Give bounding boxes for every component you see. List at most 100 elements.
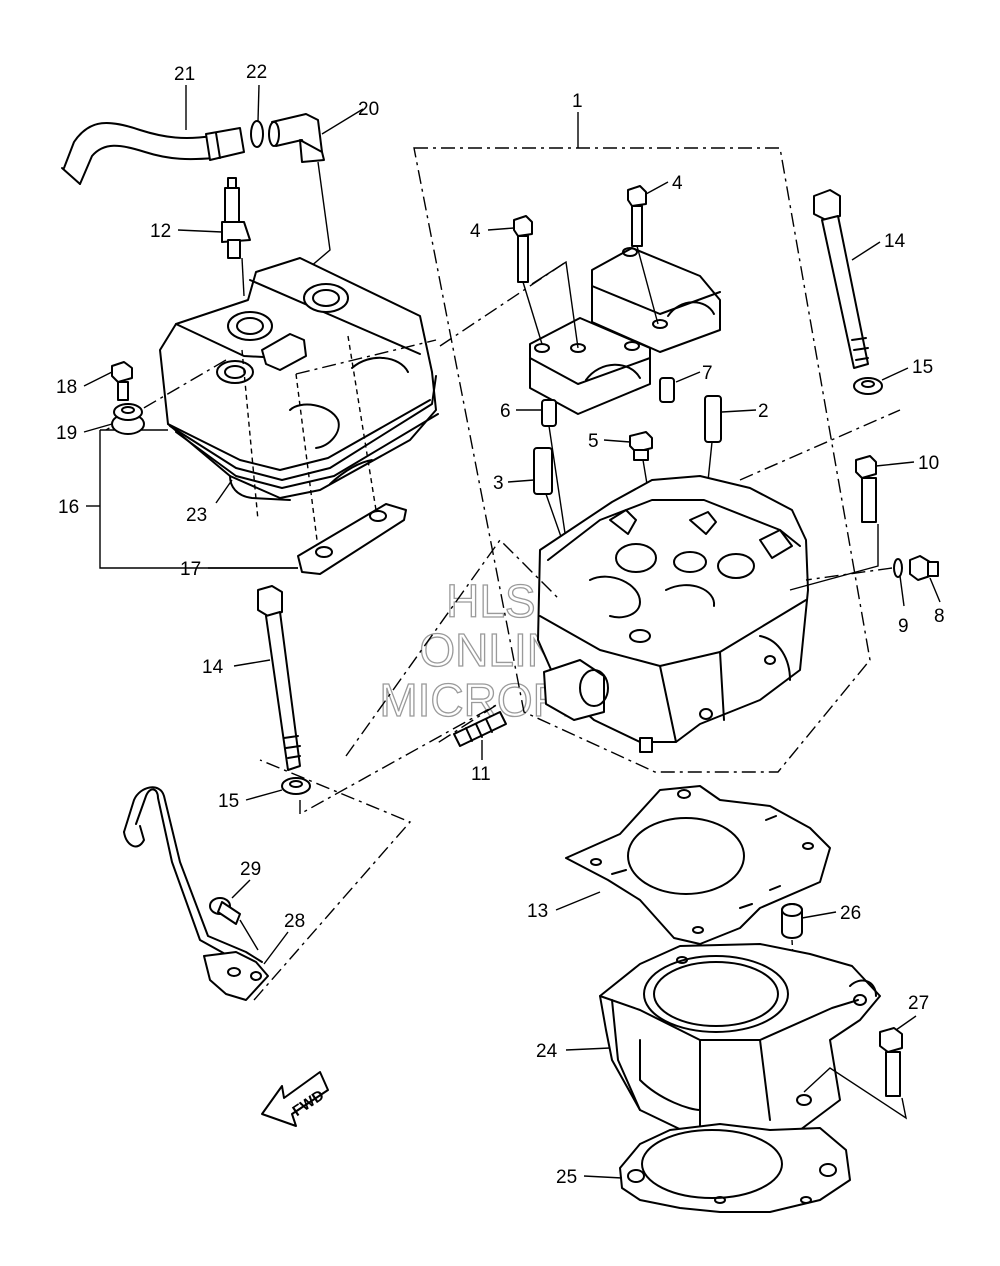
callout-3: 3 <box>493 473 504 494</box>
leader-12 <box>177 229 223 233</box>
cover-bolt <box>111 361 133 401</box>
leader-13 <box>555 891 601 911</box>
cylinder-base-gasket <box>619 1123 851 1213</box>
callout-4a: 4 <box>672 173 683 194</box>
long-bolt-left <box>257 585 301 771</box>
leader-4a-install <box>636 245 659 325</box>
leader-3 <box>507 479 535 483</box>
leader-12-install <box>241 257 245 297</box>
callout-10: 10 <box>918 453 939 474</box>
hose-guide-bracket <box>123 786 269 1001</box>
breather-elbow <box>268 113 325 163</box>
callout-6: 6 <box>500 401 511 422</box>
cap-install-line <box>531 260 579 349</box>
leader-20 <box>321 108 364 135</box>
callout-13: 13 <box>527 901 548 922</box>
callout-22: 22 <box>246 62 267 83</box>
leader-9 <box>899 575 905 607</box>
cylinder <box>599 943 881 1141</box>
callout-19: 19 <box>56 423 77 444</box>
leader-8 <box>929 577 941 603</box>
leader-4b-install <box>522 281 543 345</box>
leader-4a <box>645 181 669 195</box>
dashed-link-cover <box>439 261 567 347</box>
leader-14a <box>851 241 881 261</box>
callout-18: 18 <box>56 377 77 398</box>
callout-1: 1 <box>572 91 583 112</box>
callout-15a: 15 <box>912 357 933 378</box>
callout-16: 16 <box>58 497 79 518</box>
head-cover-gasket-edge <box>175 413 439 489</box>
leader-24 <box>565 1047 611 1051</box>
head-cover-gasket <box>169 375 437 481</box>
cover-plate <box>297 503 407 575</box>
callout-23: 23 <box>186 505 207 526</box>
leader-26 <box>801 911 837 919</box>
cap-bolt-left <box>513 215 533 283</box>
dashed-link-cover-b <box>295 339 437 375</box>
callout-4b: 4 <box>470 221 481 242</box>
washer-15-left <box>281 777 311 795</box>
hidden-line-a <box>241 349 259 521</box>
washer-9 <box>893 558 903 578</box>
callout-26: 26 <box>840 903 861 924</box>
cylinder-head <box>537 475 809 753</box>
callout-21: 21 <box>174 64 195 85</box>
dowel-pin-7 <box>659 377 675 403</box>
hex-bolt-8 <box>909 555 939 581</box>
leader-14b <box>233 659 271 667</box>
callout-14b: 14 <box>202 657 224 678</box>
callout-15b: 15 <box>218 791 239 812</box>
o-ring <box>250 120 264 148</box>
hidden-line-b <box>295 373 319 549</box>
assembly-boundary <box>413 147 871 773</box>
leader-4b <box>487 227 515 231</box>
leader-2 <box>721 409 757 413</box>
bracket-bolt <box>209 897 241 925</box>
callout-7: 7 <box>702 363 713 384</box>
callout-8: 8 <box>934 606 945 627</box>
guide-2 <box>704 395 722 443</box>
stud-bolt <box>453 711 507 747</box>
leader-23 <box>215 479 233 504</box>
callout-27: 27 <box>908 993 929 1014</box>
long-bolt-right <box>813 189 869 369</box>
callout-24: 24 <box>536 1041 558 1062</box>
callout-11: 11 <box>471 764 491 785</box>
breather-hose <box>61 121 245 185</box>
flange-bolt <box>855 455 877 523</box>
guide-3 <box>533 447 553 495</box>
leader-27-install <box>803 1067 908 1120</box>
cylinder-head-cover <box>159 257 437 501</box>
camshaft-cap-right <box>591 247 721 353</box>
leader-29-install <box>239 919 259 951</box>
dashed-link-head <box>345 538 561 757</box>
cylinder-head-gasket <box>565 785 831 945</box>
dowel-pin-6 <box>541 399 557 427</box>
leader-18 <box>83 371 113 387</box>
spark-plug <box>221 177 251 259</box>
leader-22 <box>257 84 260 122</box>
callout-labels: 1 2 3 4 4 5 6 7 8 9 10 11 12 13 14 14 15… <box>56 62 945 1188</box>
leader-29 <box>231 879 251 899</box>
dashed-link-bolt14 <box>299 703 499 816</box>
plug-5 <box>629 431 653 461</box>
leader-28 <box>263 931 289 965</box>
cap-bolt-right <box>627 185 647 247</box>
dowel-pin-26 <box>781 903 803 939</box>
hidden-line-c <box>347 335 377 511</box>
callout-17: 17 <box>180 559 201 580</box>
camshaft-cap-left <box>529 317 651 415</box>
callout-28: 28 <box>284 911 305 932</box>
leader-10-install <box>789 524 879 591</box>
forward-arrow: FWD <box>261 1071 329 1127</box>
cover-grommet <box>111 403 145 435</box>
cylinder-bolt <box>879 1027 903 1097</box>
callout-25: 25 <box>556 1167 577 1188</box>
leader-5 <box>603 439 631 443</box>
callout-20: 20 <box>358 99 379 120</box>
callout-2: 2 <box>758 401 769 422</box>
callout-12: 12 <box>150 221 171 242</box>
leader-19 <box>83 423 113 433</box>
